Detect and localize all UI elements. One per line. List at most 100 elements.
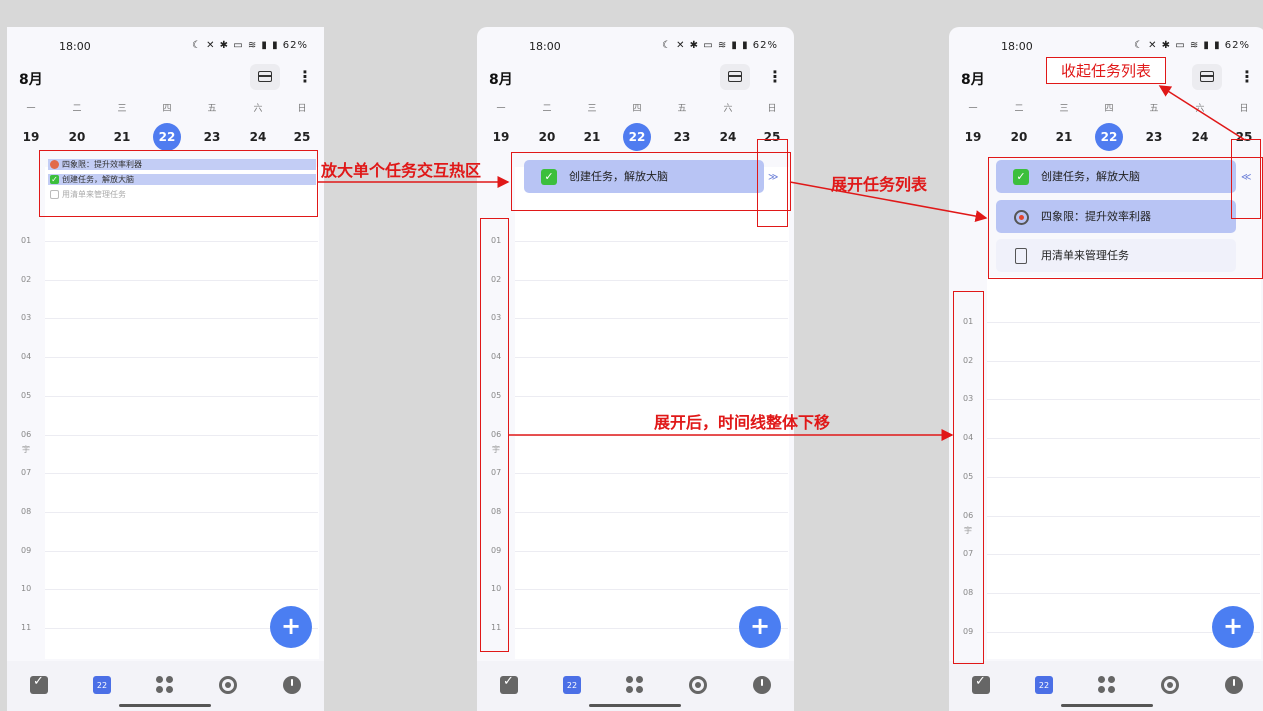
nav-calendar-icon[interactable]: 22 [93, 676, 111, 694]
annotation-box-collapse-chevron [1231, 139, 1261, 219]
view-toggle-icon [1200, 71, 1214, 82]
task-item-create[interactable]: ✓ 创建任务，解放大脑 [996, 160, 1236, 193]
month-title[interactable]: 8月 [489, 72, 513, 88]
weekday-label: 五 [207, 104, 217, 114]
view-toggle-button[interactable] [720, 64, 750, 90]
annotation-timeline-shift: 展开后，时间线整体下移 [654, 413, 831, 432]
task-item-create[interactable]: ✓ 创建任务，解放大脑 [48, 174, 316, 185]
nav-focus-icon[interactable] [1161, 676, 1179, 694]
view-toggle-button[interactable] [250, 64, 280, 90]
add-task-button[interactable]: + [739, 606, 781, 648]
task-item-create[interactable]: ✓ 创建任务，解放大脑 [524, 160, 764, 193]
date-cell[interactable]: 25 [763, 130, 781, 144]
month-title[interactable]: 8月 [961, 72, 985, 88]
nav-quadrant-icon[interactable] [626, 676, 644, 694]
add-task-button[interactable]: + [270, 606, 312, 648]
date-cell[interactable]: 23 [673, 130, 691, 144]
date-cell[interactable]: 25 [1235, 130, 1253, 144]
nav-calendar-icon[interactable]: 22 [563, 676, 581, 694]
check-icon: ✓ [541, 169, 557, 185]
nav-clock-icon[interactable] [753, 676, 771, 694]
hour-gridline [987, 631, 1260, 633]
date-cell-selected[interactable]: 22 [1095, 123, 1123, 151]
date-cell[interactable]: 20 [1010, 130, 1028, 144]
date-cell[interactable]: 19 [964, 130, 982, 144]
task-label: 创建任务，解放大脑 [569, 170, 668, 183]
collapse-chevron-icon[interactable]: ≪ [1241, 172, 1252, 183]
book-icon [50, 190, 59, 199]
hour-label: 08 [21, 506, 32, 516]
view-toggle-button[interactable] [1192, 64, 1222, 90]
task-item-quadrant[interactable]: 四象限：提升效率利器 [996, 200, 1236, 233]
timeline-grid[interactable] [515, 167, 789, 659]
hour-gridline [515, 318, 788, 320]
date-cell[interactable]: 24 [249, 130, 267, 144]
hour-label: 08 [491, 506, 502, 516]
date-cell[interactable]: 19 [22, 130, 40, 144]
hour-gridline [987, 476, 1260, 478]
date-cell[interactable]: 25 [293, 130, 311, 144]
nav-calendar-icon[interactable]: 22 [1035, 676, 1053, 694]
hour-label: 07 [491, 468, 502, 478]
more-menu-button[interactable]: ⋮ [297, 67, 313, 86]
nav-quadrant-icon[interactable] [156, 676, 174, 694]
more-menu-button[interactable]: ⋮ [767, 67, 783, 86]
date-cell[interactable]: 23 [1145, 130, 1163, 144]
check-icon: ✓ [50, 175, 59, 184]
date-cell[interactable]: 21 [583, 130, 601, 144]
date-cell-selected[interactable]: 22 [623, 123, 651, 151]
hour-label: 04 [491, 352, 502, 362]
hour-label: 04 [21, 352, 32, 362]
date-cell[interactable]: 19 [492, 130, 510, 144]
add-task-button[interactable]: + [1212, 606, 1254, 648]
status-icons: ☾ ✕ ✱ ▭ ≋ ▮ ▮ 62% [1133, 40, 1250, 51]
target-icon [1014, 210, 1029, 225]
hour-gridline [987, 592, 1260, 594]
nav-focus-icon[interactable] [219, 676, 237, 694]
hour-gridline [45, 473, 318, 475]
hour-label: 03 [963, 394, 974, 404]
hour-label: 09 [963, 626, 974, 636]
timeline-grid[interactable] [987, 277, 1261, 659]
date-cell[interactable]: 24 [719, 130, 737, 144]
nav-quadrant-icon[interactable] [1098, 676, 1116, 694]
hour-label: 11 [21, 623, 32, 632]
month-title[interactable]: 8月 [19, 72, 43, 88]
task-item-quadrant[interactable]: 四象限：提升效率利器 [48, 159, 316, 170]
task-label: 四象限：提升效率利器 [62, 160, 142, 169]
nav-focus-icon[interactable] [689, 676, 707, 694]
nav-tasks-icon[interactable] [972, 674, 990, 694]
task-item-checklist[interactable]: 用清单来管理任务 [48, 189, 316, 200]
expand-chevron-icon[interactable]: ≫ [768, 172, 779, 183]
nav-clock-icon[interactable] [283, 676, 301, 694]
hour-gridline [45, 279, 318, 281]
weekday-row: 一二三四五六日 [7, 101, 324, 121]
nav-tasks-icon[interactable] [500, 674, 518, 694]
date-cell-selected[interactable]: 22 [153, 123, 181, 151]
hour-label: 06 [963, 510, 974, 520]
date-row: 19 20 21 22 23 24 25 [7, 123, 324, 153]
hour-gridline [45, 628, 318, 629]
date-cell[interactable]: 23 [203, 130, 221, 144]
arrow-expand [789, 181, 988, 223]
hour-label: 03 [491, 313, 502, 323]
date-cell[interactable]: 21 [113, 130, 131, 144]
weekday-label: 日 [1239, 104, 1249, 114]
status-time: 18:00 [529, 40, 561, 53]
hour-label: 10 [491, 584, 502, 594]
task-item-checklist[interactable]: 用清单来管理任务 [996, 239, 1236, 272]
timezone-marker-icon: 宇 [964, 525, 972, 535]
more-menu-button[interactable]: ⋮ [1239, 67, 1255, 86]
hour-gridline [45, 241, 318, 242]
date-row: 19 20 21 22 23 24 25 [477, 123, 794, 153]
hour-label: 11 [491, 623, 502, 632]
date-cell[interactable]: 24 [1191, 130, 1209, 144]
nav-tasks-icon[interactable] [30, 674, 48, 694]
nav-clock-icon[interactable] [1225, 676, 1243, 694]
date-cell[interactable]: 20 [68, 130, 86, 144]
timeline-grid[interactable] [45, 167, 319, 659]
date-cell[interactable]: 20 [538, 130, 556, 144]
date-cell[interactable]: 21 [1055, 130, 1073, 144]
